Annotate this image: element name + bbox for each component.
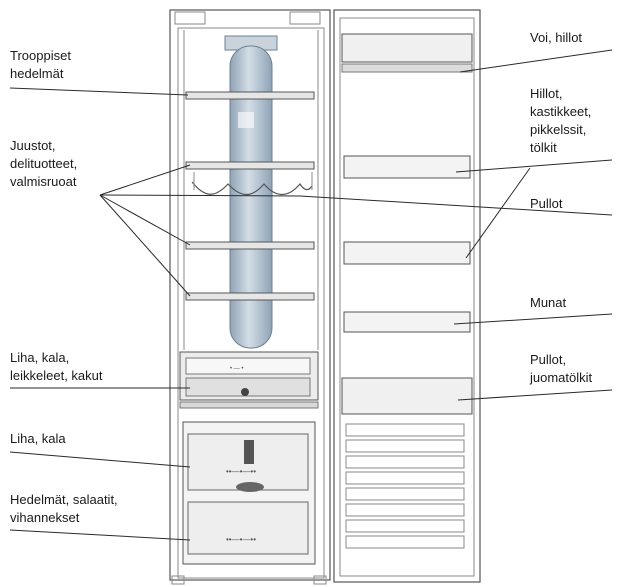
label-butter-jam: Voi, hillot <box>530 30 582 45</box>
shelf-1 <box>185 91 315 100</box>
shelf-4 <box>185 292 315 301</box>
fridge-cabinet <box>169 9 331 585</box>
door-butter-compartment <box>341 33 473 63</box>
door-bin-2 <box>343 241 471 265</box>
glass-shelves <box>185 91 315 301</box>
bottle-rack <box>191 172 313 196</box>
label-tropical-fruits: Trooppiset hedelmät <box>10 48 75 81</box>
leader-lines <box>9 49 613 541</box>
fridge-door <box>333 9 481 583</box>
air-duct <box>224 35 278 349</box>
label-fruit-veg: Hedelmät, salaatit, vihannekset <box>10 492 121 525</box>
shelf-2 <box>185 161 315 170</box>
label-meat-fish-cuts: Liha, kala, leikkeleet, kakut <box>10 350 103 383</box>
door-bin-4 <box>341 377 473 415</box>
label-meat-fish: Liha, kala <box>10 431 66 446</box>
crisper-drawers: ••—•—•• ••—•—•• <box>182 421 316 565</box>
label-bottles: Pullot <box>530 196 563 211</box>
label-jam-sauces: Hillot, kastikkeet, pikkelssit, tölkit <box>530 86 595 155</box>
door-bin-3 <box>343 311 471 333</box>
door-grille <box>345 423 465 549</box>
svg-text:• — •: • — • <box>230 366 244 372</box>
svg-text:••—•—••: ••—•—•• <box>226 535 256 544</box>
shelf-3 <box>185 241 315 250</box>
label-cheese-deli: Juustot, delituotteet, valmisruoat <box>10 138 81 189</box>
label-eggs: Munat <box>530 295 567 310</box>
label-bottles-cans: Pullot, juomatölkit <box>529 352 593 385</box>
door-bin-1 <box>343 155 471 179</box>
svg-text:••—•—••: ••—•—•• <box>226 467 256 476</box>
crisper-drawer-lower <box>187 501 309 555</box>
labels: Trooppiset hedelmät Juustot, delituottee… <box>10 30 595 525</box>
chiller-drawer: • — • <box>179 351 319 409</box>
